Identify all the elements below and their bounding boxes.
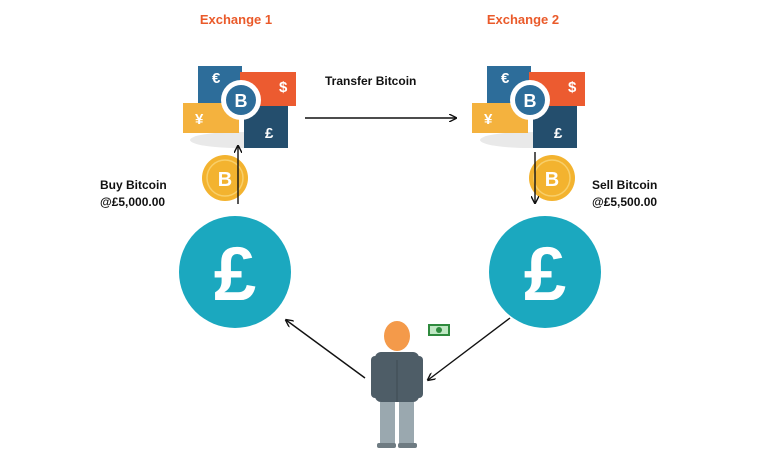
buy-price-text: @£5,000.00 [100, 195, 166, 209]
dollar-glyph: $ [568, 79, 577, 96]
yen-glyph: ¥ [484, 111, 493, 128]
exchange-1-icon: € $ ¥ £ B [183, 66, 296, 148]
pound-glyph-large: £ [524, 232, 566, 317]
euro-glyph: € [212, 70, 221, 87]
euro-glyph: € [501, 70, 510, 87]
money-bill-icon [428, 324, 450, 336]
dollar-glyph: $ [279, 79, 288, 96]
sell-price-text: @£5,500.00 [592, 195, 658, 209]
pound-glyph: £ [265, 125, 274, 142]
bitcoin-coin-right-icon: B [529, 155, 575, 201]
bitcoin-glyph: B [524, 91, 537, 111]
pound-glyph-large: £ [214, 232, 256, 317]
exchange-1-title: Exchange 1 [199, 12, 273, 27]
profit-arrow [428, 317, 511, 380]
pound-glyph: £ [554, 125, 563, 142]
exchange-2-icon: € $ ¥ £ B [472, 66, 585, 148]
pound-circle-right-icon: £ [489, 216, 601, 328]
buy-bitcoin-label: Buy Bitcoin @£5,000.00 [100, 177, 167, 211]
return-funds-arrow [286, 320, 366, 379]
person-icon [371, 321, 423, 448]
buy-bitcoin-text: Buy Bitcoin [100, 178, 167, 192]
coin-glyph: B [545, 169, 559, 191]
coin-glyph: B [218, 169, 232, 191]
exchange-2-title: Exchange 2 [486, 12, 560, 27]
bitcoin-coin-left-icon: B [202, 155, 248, 201]
bitcoin-glyph: B [235, 91, 248, 111]
transfer-bitcoin-label: Transfer Bitcoin [325, 74, 417, 88]
yen-glyph: ¥ [195, 111, 204, 128]
sell-bitcoin-text: Sell Bitcoin [592, 178, 658, 192]
sell-bitcoin-label: Sell Bitcoin @£5,500.00 [592, 177, 657, 211]
pound-circle-left-icon: £ [179, 216, 291, 328]
